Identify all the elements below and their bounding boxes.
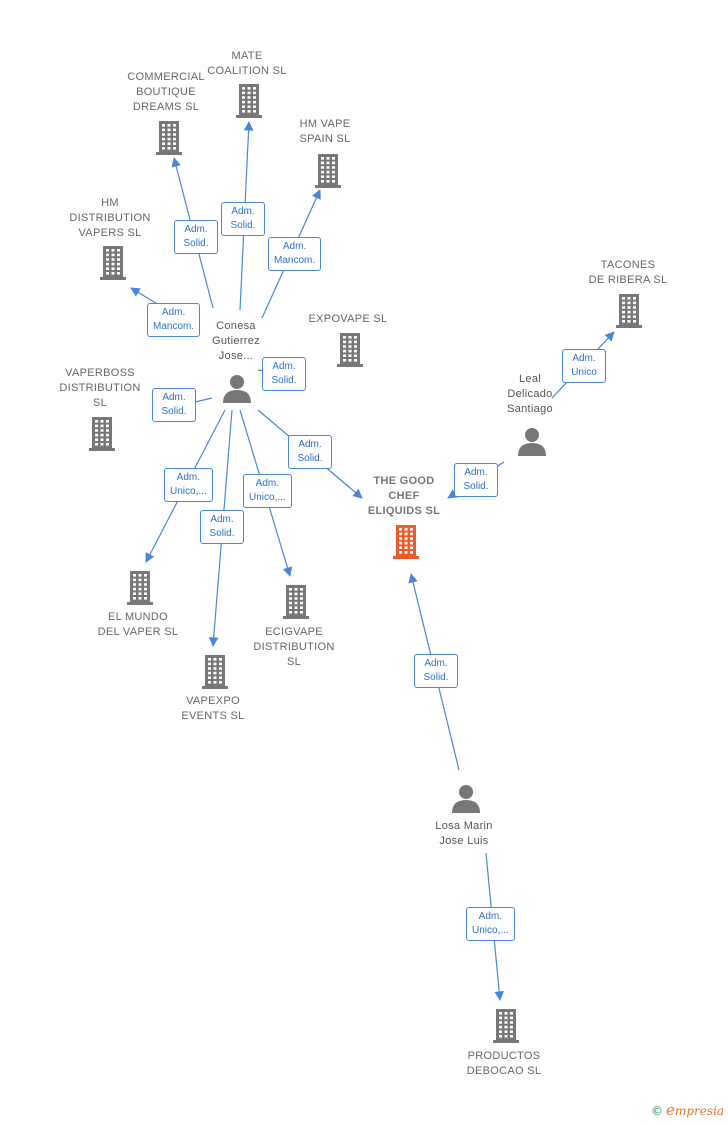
watermark-text: mpresia	[674, 1104, 724, 1118]
edge-label-leal-goodchef[interactable]: Adm. Solid.	[454, 463, 498, 497]
empresia-watermark: ©empresia	[651, 1101, 724, 1119]
node-label-mate[interactable]: MATE COALITION SL	[207, 50, 287, 77]
edge-label-losa-productos[interactable]: Adm. Unico,...	[466, 907, 515, 941]
building-icon-mate[interactable]	[236, 84, 262, 118]
edge-label-conesa-expovape[interactable]: Adm. Solid.	[262, 357, 306, 391]
edge-label-conesa-mate[interactable]: Adm. Solid.	[221, 202, 265, 236]
empresia-logo-icon: e	[666, 1101, 675, 1119]
building-icon-vapexpo[interactable]	[202, 655, 228, 689]
node-label-ecigvape[interactable]: ECIGVAPE DISTRIBUTION SL	[253, 626, 335, 668]
node-label-hmdist[interactable]: HM DISTRIBUTION VAPERS SL	[69, 196, 151, 239]
building-icon-elmundo[interactable]	[127, 571, 153, 605]
building-icon-ecigvape[interactable]	[283, 585, 309, 619]
edge-label-conesa-elmundo[interactable]: Adm. Unico,...	[164, 468, 213, 502]
building-icon-hmvape[interactable]	[315, 154, 341, 188]
node-label-goodchef[interactable]: THE GOOD CHEF ELIQUIDS SL	[367, 474, 441, 517]
edge-label-conesa-hmdist[interactable]: Adm. Mancom.	[147, 303, 201, 337]
person-icon-conesa[interactable]	[223, 375, 251, 403]
building-icon-expovape[interactable]	[337, 333, 363, 367]
edge-label-conesa-vaperboss[interactable]: Adm. Solid.	[152, 388, 196, 422]
building-icon-commercial[interactable]	[156, 121, 182, 155]
person-icon-losa[interactable]	[452, 785, 480, 813]
building-icon-vaperboss[interactable]	[89, 417, 115, 451]
edge-label-conesa-vapexpo[interactable]: Adm. Solid.	[200, 510, 244, 544]
edge-label-leal-tacones[interactable]: Adm. Unico	[562, 349, 606, 383]
node-label-vaperboss[interactable]: VAPERBOSS DISTRIBUTION SL	[59, 366, 141, 409]
edge-label-conesa-hmvape[interactable]: Adm. Mancom.	[268, 237, 322, 271]
edge-label-conesa-commercial[interactable]: Adm. Solid.	[174, 220, 218, 254]
node-label-commercial[interactable]: COMMERCIAL BOUTIQUE DREAMS SL	[127, 70, 205, 113]
copyright-symbol: ©	[651, 1104, 664, 1118]
person-icon-leal[interactable]	[518, 428, 546, 456]
node-label-expovape[interactable]: EXPOVAPE SL	[308, 312, 388, 325]
edge-label-conesa-ecigvape[interactable]: Adm. Unico,...	[243, 474, 292, 508]
edge-label-conesa-goodchef[interactable]: Adm. Solid.	[288, 435, 332, 469]
building-icon-productos[interactable]	[493, 1009, 519, 1043]
node-label-losa[interactable]: Losa Marin Jose Luis	[435, 820, 493, 847]
node-label-elmundo[interactable]: EL MUNDO DEL VAPER SL	[97, 611, 179, 638]
node-label-tacones[interactable]: TACONES DE RIBERA SL	[588, 259, 668, 286]
building-icon-tacones[interactable]	[616, 294, 642, 328]
node-label-productos[interactable]: PRODUCTOS DEBOCAO SL	[466, 1050, 542, 1077]
building-icon-goodchef[interactable]	[393, 525, 419, 559]
node-label-vapexpo[interactable]: VAPEXPO EVENTS SL	[181, 695, 245, 722]
node-label-hmvape[interactable]: HM VAPE SPAIN SL	[299, 118, 351, 145]
building-icon-hmdist[interactable]	[100, 246, 126, 280]
node-label-conesa[interactable]: Conesa Gutierrez Jose...	[212, 319, 260, 362]
node-label-leal[interactable]: Leal Delicado Santiago	[507, 372, 553, 415]
edge-label-losa-goodchef[interactable]: Adm. Solid.	[414, 654, 458, 688]
